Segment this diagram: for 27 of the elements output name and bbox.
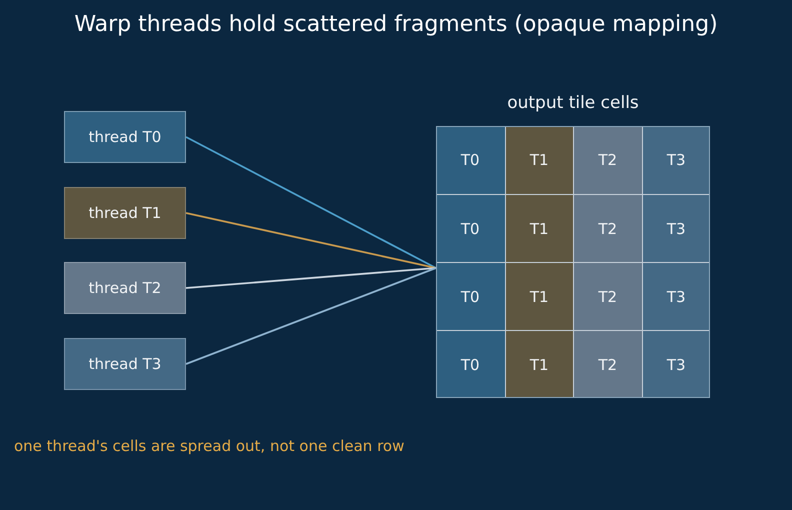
grid-cell: T3	[642, 126, 710, 194]
thread-box: thread T0	[64, 111, 186, 163]
grid-cell: T3	[642, 330, 710, 398]
connector-line	[186, 212, 436, 269]
grid-cell: T0	[436, 194, 504, 262]
connector-line	[186, 267, 436, 289]
thread-box: thread T1	[64, 187, 186, 239]
diagram-title: Warp threads hold scattered fragments (opaque mapping)	[74, 12, 718, 37]
grid-cell: T2	[573, 330, 642, 398]
grid-cell: T2	[573, 262, 642, 330]
thread-box: thread T2	[64, 262, 186, 314]
grid-cell: T0	[436, 126, 504, 194]
grid-cell: T1	[504, 262, 573, 330]
grid-cell: T0	[436, 262, 504, 330]
connector-line	[186, 136, 436, 269]
grid-cell: T3	[642, 194, 710, 262]
connector-line	[186, 267, 436, 365]
thread-box: thread T3	[64, 338, 186, 390]
grid-cell: T0	[436, 330, 504, 398]
grid-cell: T1	[504, 194, 573, 262]
grid-cell: T1	[504, 126, 573, 194]
grid-cell: T2	[573, 194, 642, 262]
grid-cell: T1	[504, 330, 573, 398]
grid-heading: output tile cells	[507, 93, 639, 113]
note-text: one thread's cells are spread out, not one clean row	[14, 437, 404, 455]
grid-cell: T2	[573, 126, 642, 194]
grid-cell: T3	[642, 262, 710, 330]
